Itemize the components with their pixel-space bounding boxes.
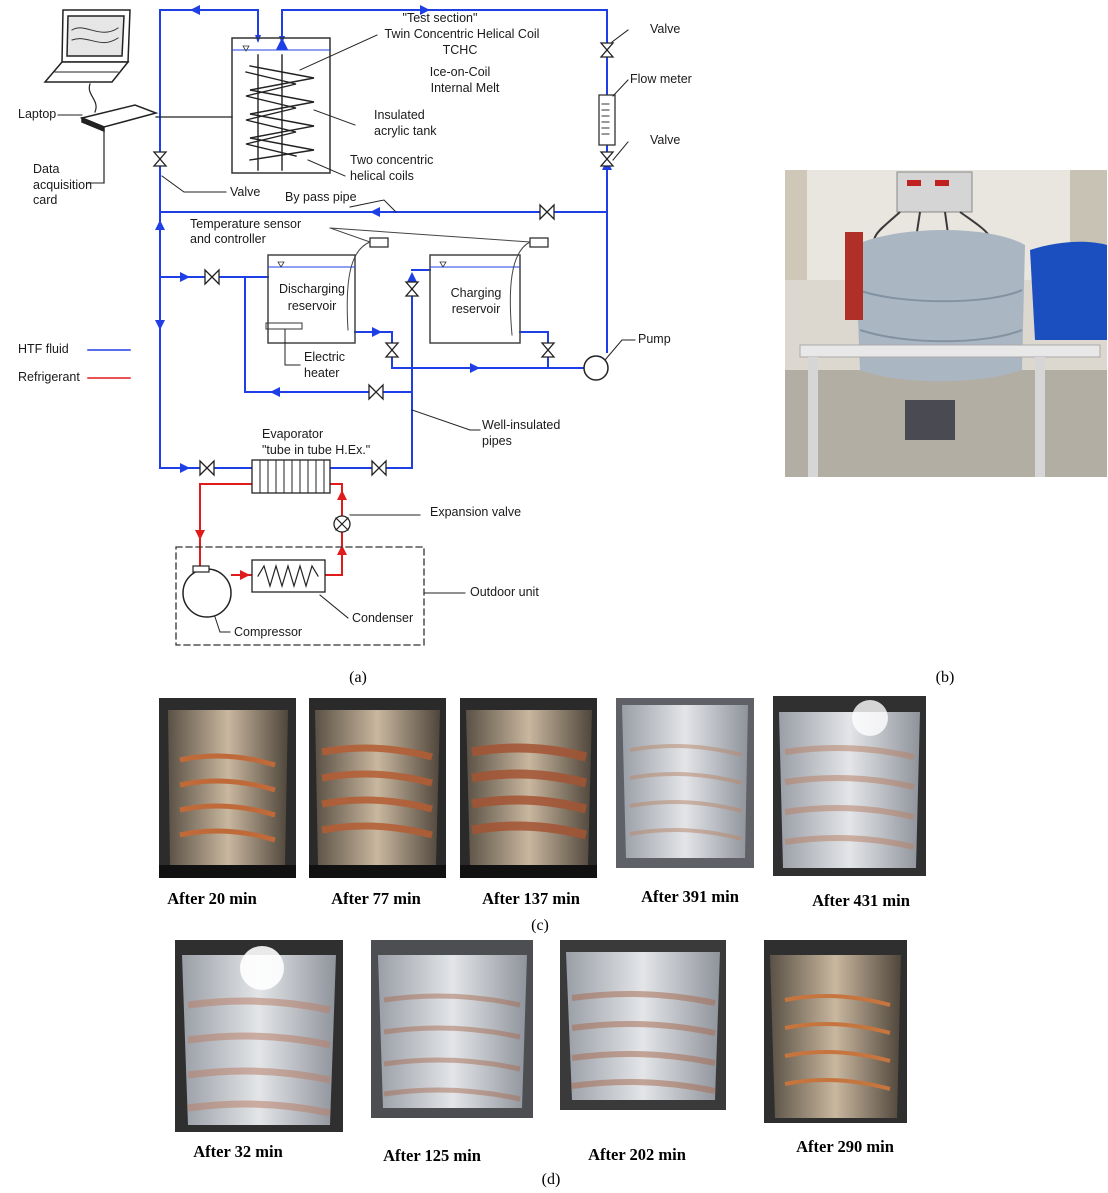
- label-insulated-pipes-2: pipes: [482, 434, 512, 448]
- temp-controller-1: [369, 237, 389, 248]
- label-temp-1: Temperature sensor: [190, 217, 301, 231]
- caption-c-3: After 137 min: [482, 889, 580, 908]
- photo-c-391min: [616, 698, 754, 868]
- label-coils-1: Two concentric: [350, 153, 433, 167]
- caption-d-1: After 32 min: [193, 1142, 283, 1161]
- photo-d-32min: [175, 940, 343, 1132]
- caption-d-4: After 290 min: [796, 1137, 894, 1156]
- htf-pipes: [159, 9, 608, 469]
- label-laptop: Laptop: [18, 107, 56, 121]
- sensor-wires: [329, 227, 531, 336]
- htf-arrows: [155, 5, 612, 473]
- row-d-photos: [175, 940, 907, 1132]
- panel-label-b: (b): [936, 669, 955, 686]
- pump: [583, 355, 609, 381]
- label-heater-1: Electric: [304, 350, 345, 364]
- label-insulated-2: acrylic tank: [374, 124, 437, 138]
- label-flow-meter: Flow meter: [630, 72, 692, 86]
- caption-c-4: After 391 min: [641, 887, 739, 906]
- label-expansion: Expansion valve: [430, 505, 521, 519]
- label-valve-left: Valve: [230, 185, 260, 199]
- label-test-section: "Test section": [403, 11, 478, 25]
- label-evaporator-2: "tube in tube H.Ex.": [262, 443, 370, 457]
- valves: [152, 42, 615, 477]
- label-tchc-name: Twin Concentric Helical Coil: [385, 27, 540, 41]
- caption-c-2: After 77 min: [331, 889, 421, 908]
- photo-d-202min: [560, 940, 726, 1110]
- helical-coils: [245, 54, 315, 171]
- label-discharging-2: reservoir: [288, 299, 337, 313]
- label-evaporator-1: Evaporator: [262, 427, 323, 441]
- label-daq-2: acquisition: [33, 178, 92, 192]
- discharging-reservoir: [267, 254, 356, 344]
- label-daq-3: card: [33, 193, 57, 207]
- label-pump: Pump: [638, 332, 671, 346]
- label-tchc: TCHC: [443, 43, 478, 57]
- photo-d-125min: [371, 940, 533, 1118]
- row-d-captions: After 32 min After 125 min After 202 min…: [193, 1137, 894, 1188]
- flow-meter: [598, 94, 616, 146]
- row-c-photos: [159, 696, 926, 878]
- label-discharging-1: Discharging: [279, 282, 345, 296]
- label-compressor: Compressor: [234, 625, 302, 639]
- charging-reservoir: [429, 254, 521, 344]
- photo-c-77min: [309, 698, 446, 878]
- label-insulated-pipes-1: Well-insulated: [482, 418, 560, 432]
- photo-c-137min: [460, 698, 597, 878]
- panel-label-a: (a): [349, 669, 367, 686]
- outdoor-unit: [175, 546, 425, 646]
- label-refrigerant: Refrigerant: [18, 370, 80, 384]
- panel-label-c: (c): [531, 917, 549, 934]
- daq-wires: [88, 83, 233, 184]
- panel-label-d: (d): [542, 1171, 561, 1188]
- laptop-icon: [43, 9, 131, 83]
- label-valve-top: Valve: [650, 22, 680, 36]
- condenser: [251, 559, 326, 593]
- label-outdoor: Outdoor unit: [470, 585, 539, 599]
- electric-heater: [265, 322, 303, 330]
- compressor: [182, 568, 232, 618]
- label-bypass: By pass pipe: [285, 190, 357, 204]
- evaporator: [251, 459, 331, 494]
- label-htf: HTF fluid: [18, 342, 69, 356]
- label-daq-1: Data: [33, 162, 59, 176]
- label-ice-on-coil: Ice-on-Coil: [430, 65, 490, 79]
- caption-d-2: After 125 min: [383, 1146, 481, 1165]
- photo-c-431min: [773, 696, 926, 876]
- row-c-captions: After 20 min After 77 min After 137 min …: [167, 887, 910, 934]
- label-charging-2: reservoir: [452, 302, 501, 316]
- photo-setup: [785, 170, 1107, 477]
- photo-c-20min: [159, 698, 296, 878]
- temp-controller-2: [529, 237, 549, 248]
- leader-lines: [57, 29, 636, 633]
- label-valve-mid: Valve: [650, 133, 680, 147]
- caption-c-1: After 20 min: [167, 889, 257, 908]
- label-temp-2: and controller: [190, 232, 266, 246]
- label-condenser: Condenser: [352, 611, 413, 625]
- acrylic-tank: [231, 37, 331, 174]
- label-heater-2: heater: [304, 366, 339, 380]
- label-coils-2: helical coils: [350, 169, 414, 183]
- label-insulated-1: Insulated: [374, 108, 425, 122]
- caption-d-3: After 202 min: [588, 1145, 686, 1164]
- label-internal-melt: Internal Melt: [431, 81, 500, 95]
- daq-card-icon: [79, 104, 159, 133]
- refrigerant-arrows: [195, 490, 347, 580]
- schematic-labels: "Test section" Twin Concentric Helical C…: [18, 11, 692, 686]
- label-charging-1: Charging: [451, 286, 502, 300]
- caption-c-5: After 431 min: [812, 891, 910, 910]
- schematic-panel: [43, 5, 636, 646]
- photo-d-290min: [764, 940, 907, 1123]
